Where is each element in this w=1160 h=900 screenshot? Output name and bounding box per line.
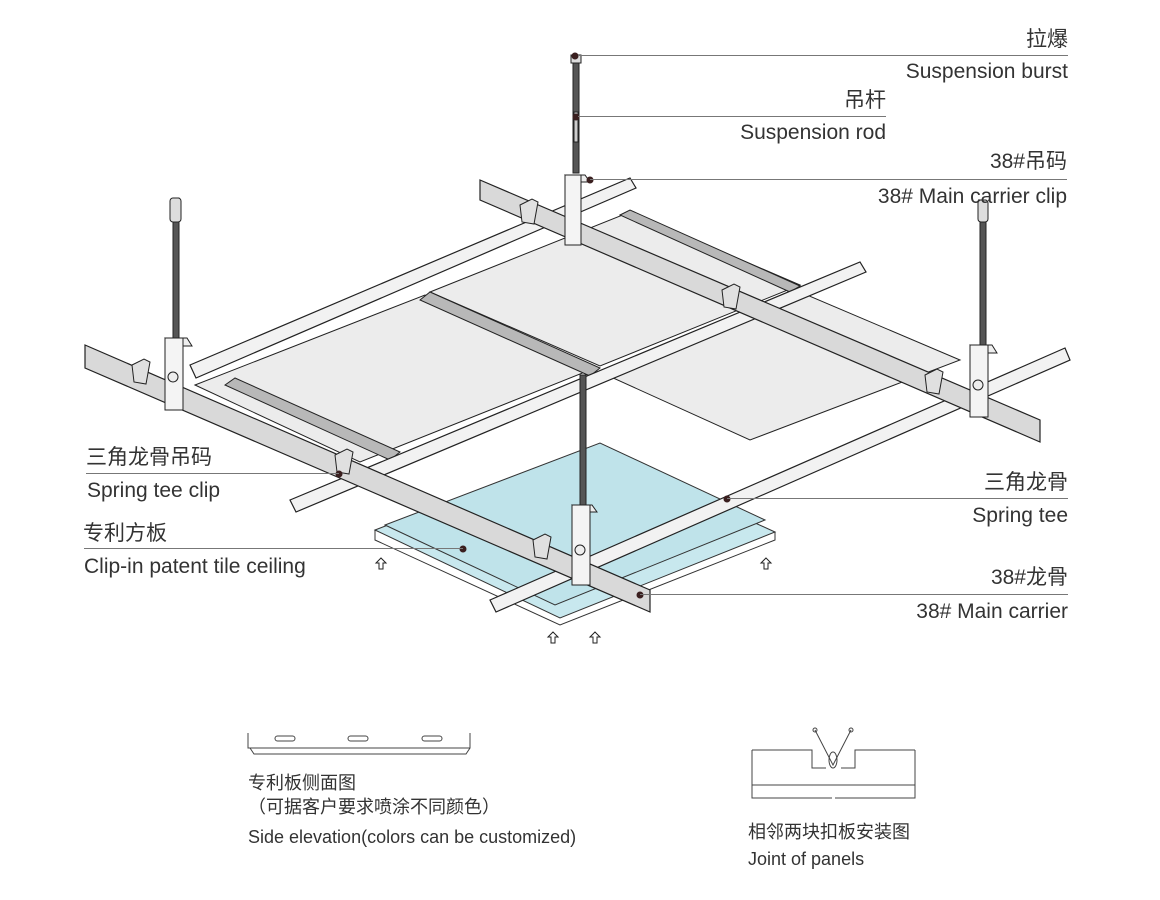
label-suspension-rod-cn: 吊杆 — [844, 89, 886, 112]
hanger-left — [164, 197, 193, 411]
spring-tee-clips — [131, 198, 944, 560]
side-elevation-note-cn: （可据客户要求喷涂不同颜色） — [248, 797, 500, 817]
side-elevation-drawing — [247, 733, 471, 755]
hanger-right — [969, 199, 998, 418]
label-suspension-rod-en: Suspension rod — [740, 121, 886, 144]
label-suspension-burst-en: Suspension burst — [905, 60, 1068, 83]
panel-joint-drawing — [751, 727, 916, 799]
up-arrow-icon — [588, 631, 602, 644]
leader-line-main-carrier — [640, 594, 1068, 595]
label-spring-tee-cn: 三角龙骨 — [984, 471, 1068, 494]
label-spring-tee-clip-en: Spring tee clip — [87, 479, 221, 502]
tee-side-strips — [223, 209, 802, 461]
label-main-carrier-cn: 38#龙骨 — [990, 566, 1068, 589]
label-patent-tile-en: Clip-in patent tile ceiling — [84, 555, 306, 578]
side-elevation-caption-en: Side elevation(colors can be customized) — [248, 827, 577, 847]
leader-line-main-carrier-clip — [590, 179, 1067, 180]
label-patent-tile-cn: 专利方板 — [83, 522, 167, 545]
up-arrow-icon — [546, 631, 560, 644]
label-spring-tee-en: Spring tee — [972, 504, 1068, 527]
label-suspension-burst-cn: 拉爆 — [1026, 28, 1068, 51]
leader-line-suspension-burst — [578, 55, 1068, 56]
up-arrow-icon — [374, 557, 388, 570]
side-elevation-title-cn: 专利板侧面图 — [248, 773, 356, 793]
leader-line-spring-tee — [727, 498, 1068, 499]
spring-tees — [189, 177, 1071, 613]
main-carriers — [84, 179, 1041, 613]
hanger-center — [571, 374, 598, 586]
label-main-carrier-clip-en: 38# Main carrier clip — [877, 185, 1067, 208]
joint-caption-en: Joint of panels — [748, 849, 865, 869]
label-spring-tee-clip-cn: 三角龙骨吊码 — [86, 446, 212, 469]
up-arrow-icon — [759, 557, 773, 570]
label-main-carrier-en: 38# Main carrier — [916, 600, 1068, 623]
leader-line-patent-tile — [84, 548, 463, 549]
joint-caption-cn: 相邻两块扣板安装图 — [748, 822, 910, 842]
leader-line-spring-tee-clip — [86, 473, 339, 474]
push-up-arrows — [374, 557, 773, 644]
hanger-top — [564, 54, 591, 246]
leader-dots — [335, 52, 731, 599]
label-main-carrier-clip-cn: 38#吊码 — [989, 150, 1067, 173]
leader-line-suspension-rod — [578, 116, 886, 117]
